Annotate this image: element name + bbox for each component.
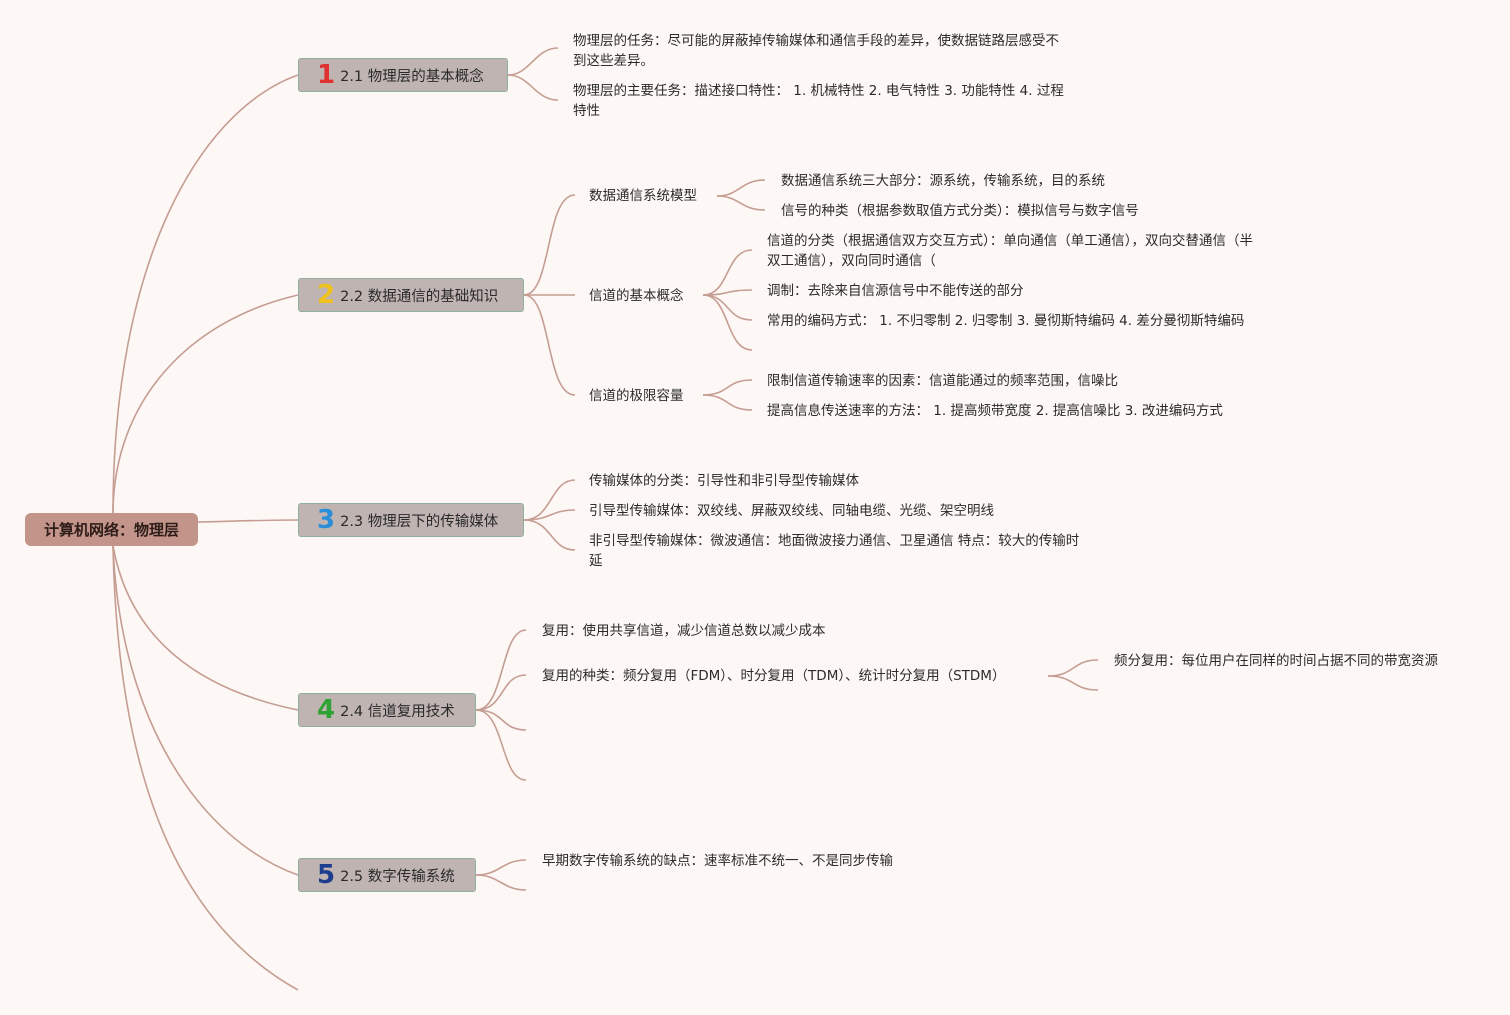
number-2-icon: 2 (317, 280, 336, 310)
leaf-rate-improve-methods[interactable]: 提高信息传送速率的方法： 1. 提高频带宽度 2. 提高信噪比 3. 改进编码方… (767, 403, 1223, 419)
connector-b2-s1 (523, 194, 576, 296)
connector-s3-i2 (702, 394, 753, 411)
subtopic-channel-capacity[interactable]: 信道的极限容量 (589, 388, 684, 404)
leaf-early-digital-drawbacks[interactable]: 早期数字传输系统的缺点：速率标准不统一、不是同步传输 (542, 853, 893, 869)
connector-b4-e2 (475, 709, 527, 781)
leaf-channel-classification[interactable]: 信道的分类（根据通信双方交互方式）：单向通信（单工通信），双向交替通信（半双工通… (767, 233, 1253, 269)
leaf-rate-limit-factors[interactable]: 限制信道传输速率的因素：信道能通过的频率范围，信噪比 (767, 373, 1118, 389)
connector-b3-i1 (523, 479, 576, 521)
connector-b1-i2 (507, 74, 559, 101)
branch-2-3-node[interactable]: 3 2.3 物理层下的传输媒体 (298, 503, 524, 537)
connector-b2-s3 (523, 294, 576, 396)
connector-b3-i3 (523, 519, 576, 551)
connector-b5-e1 (475, 874, 527, 891)
root-topic[interactable]: 计算机网络：物理层 (25, 513, 198, 546)
connector-s1-i1 (716, 179, 766, 197)
connector-root-extra (112, 545, 299, 991)
leaf-multiplexing[interactable]: 复用：使用共享信道，减少信道总数以减少成本 (542, 623, 826, 639)
connector-s2-i2 (702, 289, 753, 296)
branch-label: 2.5 数字传输系统 (340, 868, 455, 885)
connector-s2-i1 (702, 249, 753, 296)
connector-s1-i2 (716, 195, 766, 211)
branch-label: 2.1 物理层的基本概念 (340, 68, 484, 85)
leaf-physical-layer-task[interactable]: 物理层的任务：尽可能的屏蔽掉传输媒体和通信手段的差异，使数据链路层感受不到这些差… (573, 33, 1059, 69)
connector-root-b2 (112, 294, 299, 515)
connector-b5-i1 (475, 859, 527, 876)
number-5-icon: 5 (317, 860, 336, 890)
leaf-fdm[interactable]: 频分复用：每位用户在同样的时间占据不同的带宽资源 (1114, 653, 1438, 669)
leaf-multiplexing-types[interactable]: 复用的种类：频分复用（FDM）、时分复用（TDM）、统计时分复用（STDM） (542, 668, 1006, 684)
connector-root-b3 (197, 519, 299, 523)
leaf-signal-types[interactable]: 信号的种类（根据参数取值方式分类）：模拟信号与数字信号 (781, 203, 1139, 219)
branch-2-1-node[interactable]: 1 2.1 物理层的基本概念 (298, 58, 508, 92)
connector-b4-sub1 (1047, 659, 1099, 677)
connector-s2-i3 (702, 294, 753, 321)
branch-2-2-node[interactable]: 2 2.2 数据通信的基础知识 (298, 278, 524, 312)
connector-b4-i2 (475, 674, 527, 711)
connector-root-b5 (112, 545, 299, 876)
connector-b3-i2 (523, 509, 576, 521)
branch-2-5-node[interactable]: 5 2.5 数字传输系统 (298, 858, 476, 892)
leaf-physical-layer-main-task[interactable]: 物理层的主要任务：描述接口特性： 1. 机械特性 2. 电气特性 3. 功能特性… (573, 83, 1064, 119)
connector-s2-extra (702, 294, 753, 351)
branch-2-4-node[interactable]: 4 2.4 信道复用技术 (298, 693, 476, 727)
leaf-media-classification[interactable]: 传输媒体的分类：引导性和非引导型传输媒体 (589, 473, 859, 489)
branch-label: 2.3 物理层下的传输媒体 (340, 513, 499, 530)
branch-label: 2.4 信道复用技术 (340, 703, 455, 720)
connector-root-b4 (112, 545, 299, 711)
connector-b4-sub2 (1047, 675, 1099, 691)
number-1-icon: 1 (317, 60, 336, 90)
leaf-guided-media[interactable]: 引导型传输媒体：双绞线、屏蔽双绞线、同轴电缆、光缆、架空明线 (589, 503, 994, 519)
branch-label: 2.2 数据通信的基础知识 (340, 288, 499, 305)
number-4-icon: 4 (317, 695, 336, 725)
connector-b1-i1 (507, 47, 559, 76)
subtopic-channel-basics[interactable]: 信道的基本概念 (589, 288, 684, 304)
connector-s3-i1 (702, 379, 753, 396)
leaf-unguided-media[interactable]: 非引导型传输媒体：微波通信：地面微波接力通信、卫星通信 特点：较大的传输时延 (589, 533, 1080, 569)
connector-b4-i1 (475, 629, 527, 711)
leaf-modulation[interactable]: 调制：去除来自信源信号中不能传送的部分 (767, 283, 1024, 299)
number-3-icon: 3 (317, 505, 336, 535)
connector-b4-e1 (475, 709, 527, 731)
leaf-three-parts[interactable]: 数据通信系统三大部分：源系统，传输系统，目的系统 (781, 173, 1105, 189)
subtopic-data-comm-model[interactable]: 数据通信系统模型 (589, 188, 697, 204)
connector-root-b1 (112, 74, 299, 515)
leaf-encoding-methods[interactable]: 常用的编码方式： 1. 不归零制 2. 归零制 3. 曼彻斯特编码 4. 差分曼… (767, 313, 1245, 329)
